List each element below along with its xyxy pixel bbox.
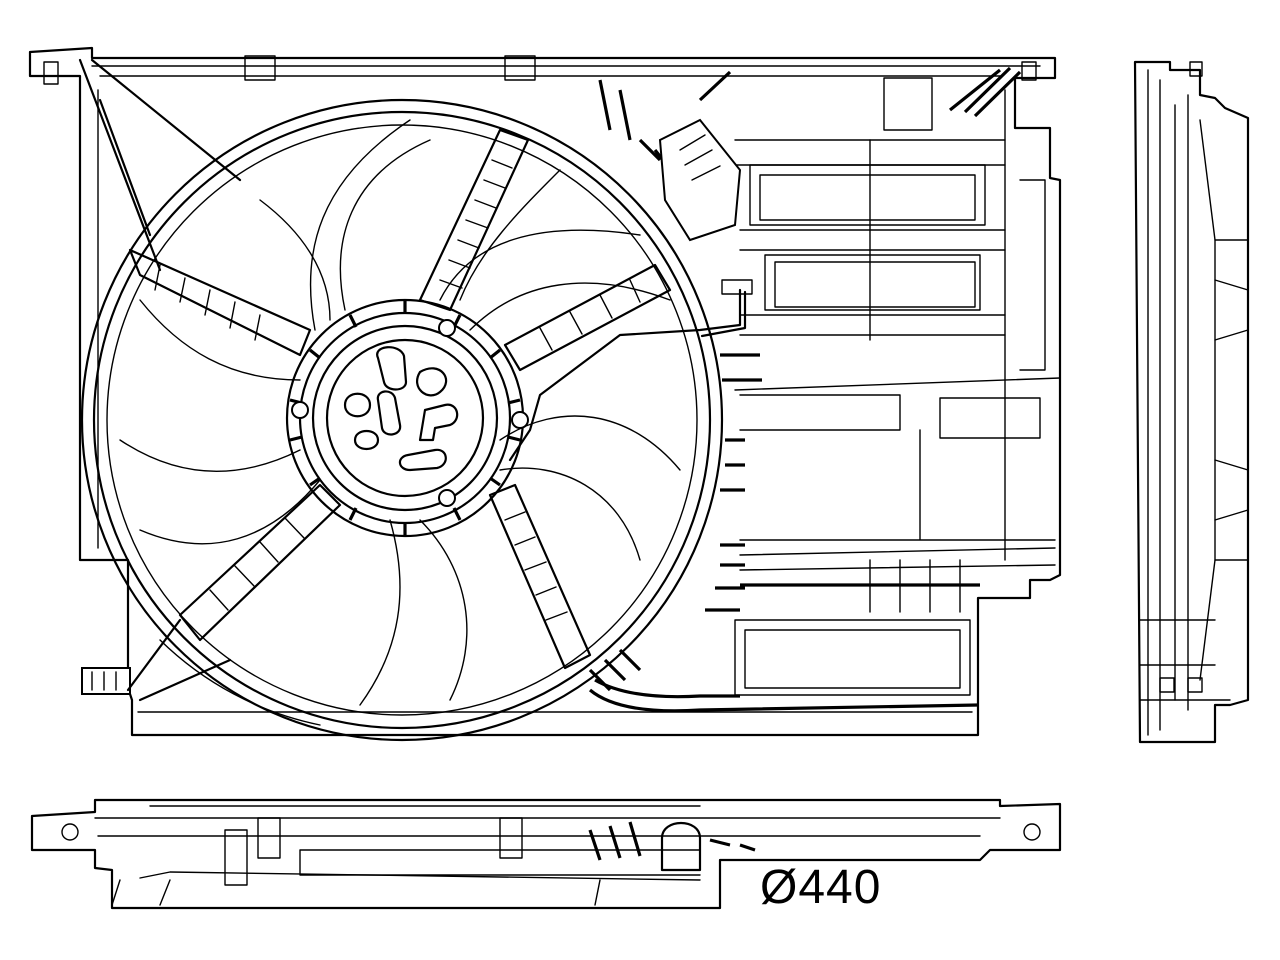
- motor-connector: [658, 118, 753, 295]
- fan-diameter-label: Ø440: [760, 861, 882, 914]
- motor-hub: [285, 298, 529, 538]
- side-view: [1133, 60, 1250, 744]
- bottom-view: [30, 798, 1062, 910]
- shroud-ribs: [588, 79, 1061, 696]
- front-view: [28, 46, 1062, 742]
- fan-ring: [80, 98, 724, 742]
- wiring-harness: [508, 288, 979, 713]
- fan-blades: [119, 119, 681, 706]
